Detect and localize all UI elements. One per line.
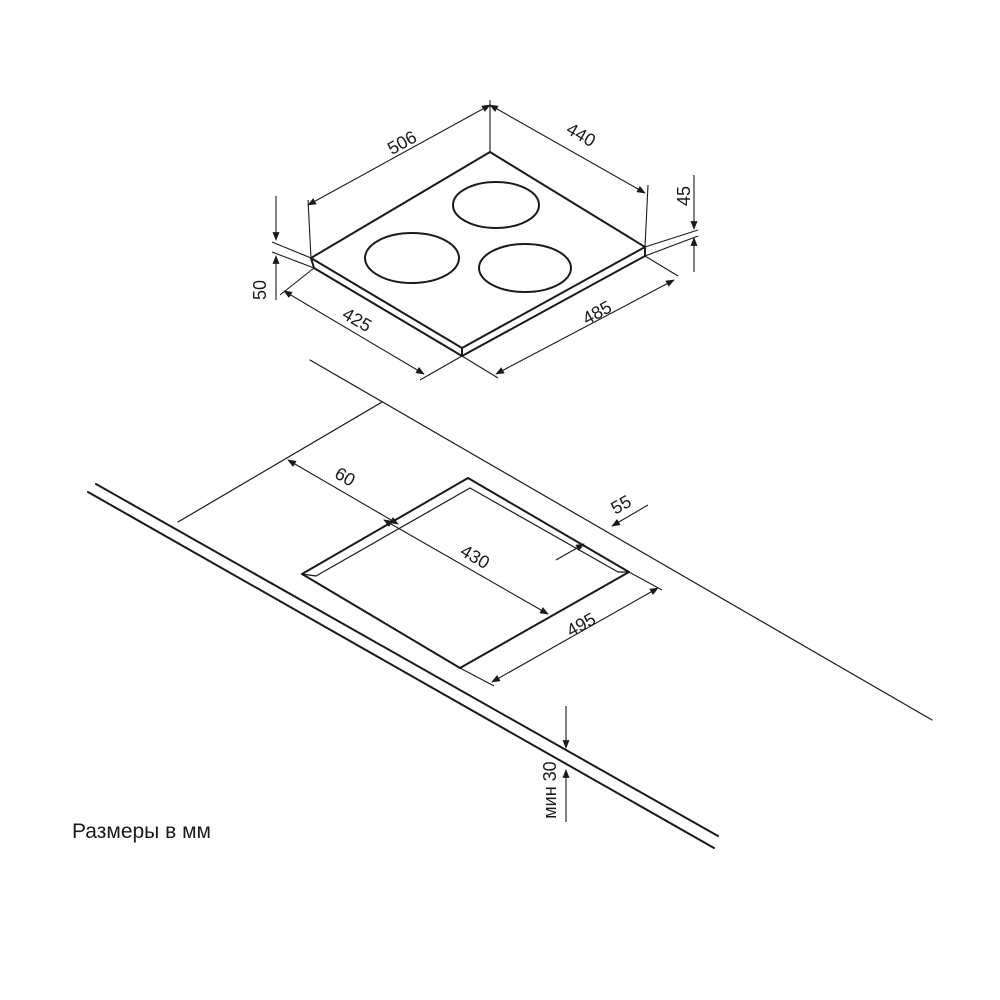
dim-min-30-label: мин 30	[540, 761, 560, 818]
dim-55-label: 55	[607, 491, 634, 518]
hob-right-edge	[461, 246, 646, 357]
dim-60-label: 60	[331, 463, 358, 490]
countertop-front-top-edge	[95, 483, 719, 837]
dim-50-label: 50	[250, 280, 270, 300]
dim-55: 55	[555, 491, 649, 561]
dim-495: 495	[459, 571, 663, 687]
burner-left	[364, 232, 460, 284]
dim-430: 430	[383, 519, 549, 615]
dim-425: 425	[279, 267, 463, 381]
dim-425-label: 425	[339, 304, 375, 336]
countertop	[87, 359, 933, 849]
units-caption: Размеры в мм	[72, 820, 211, 843]
countertop-back-edge	[309, 359, 933, 721]
dim-485-label: 485	[579, 297, 615, 329]
dim-45: 45	[644, 175, 699, 272]
dim-60: 60	[287, 459, 399, 525]
burner-back	[452, 181, 540, 229]
hob-front-edge	[310, 257, 463, 357]
dim-495-label: 495	[563, 609, 599, 641]
dim-440-label: 440	[563, 119, 599, 151]
dim-45-label: 45	[674, 186, 694, 206]
dim-50: 50	[250, 196, 315, 300]
cutout-inner-wall	[315, 487, 619, 577]
dim-430-label: 430	[457, 541, 493, 573]
cutout-outer	[301, 477, 630, 669]
countertop-front-bottom-edge	[87, 491, 715, 849]
dim-min-30: мин 30	[540, 706, 570, 822]
burner-right	[478, 243, 572, 293]
cutout-opening	[301, 477, 630, 669]
dim-440: 440	[489, 104, 649, 248]
countertop-section-line	[177, 401, 383, 523]
dim-506-label: 506	[384, 127, 420, 159]
